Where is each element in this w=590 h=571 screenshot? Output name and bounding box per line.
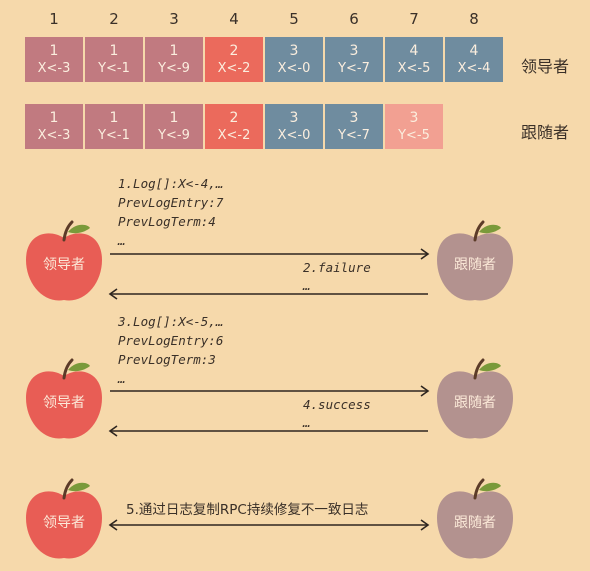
append-entries-request-2: 3.Log[]:X<-5,… PrevLogEntry:6 PrevLogTer…	[118, 312, 223, 388]
entry-term: 3	[289, 109, 299, 126]
log-index-1: 1	[49, 10, 59, 28]
entry-command: X<-2	[217, 60, 251, 76]
follower-apple-icon: 跟随者	[429, 478, 521, 564]
reply-2-status: 4.success	[303, 397, 371, 412]
follower-node-label: 跟随者	[454, 395, 496, 411]
entry-command: X<-5	[397, 60, 431, 76]
entry-command: Y<-5	[398, 127, 430, 143]
reply-1-ellipsis: …	[303, 278, 311, 293]
entry-term: 1	[169, 109, 179, 126]
entry-command: Y<-9	[158, 60, 190, 76]
follower-apple-icon: 跟随者	[429, 220, 521, 306]
entry-command: X<-0	[277, 60, 311, 76]
entry-command: Y<-7	[338, 127, 370, 143]
entry-command: X<-4	[457, 60, 491, 76]
request-2-log: 3.Log[]:X<-5,…	[118, 314, 224, 329]
leader-apple-icon: 领导者	[18, 478, 110, 564]
reply-2-ellipsis: …	[303, 415, 311, 430]
request-arrow-1	[108, 248, 430, 260]
entry-command: Y<-1	[98, 127, 130, 143]
entry-term: 2	[229, 109, 239, 126]
log-index-3: 3	[169, 10, 179, 28]
request-1-prev-term: PrevLogTerm:4	[118, 214, 216, 229]
entry-term: 3	[409, 109, 419, 126]
leader-apple-icon: 领导者	[18, 358, 110, 444]
reply-arrow-1	[108, 288, 430, 300]
entry-command: X<-3	[37, 60, 71, 76]
request-2-prev-term: PrevLogTerm:3	[118, 352, 216, 367]
request-1-ellipsis: …	[118, 233, 126, 248]
entry-term: 1	[169, 42, 179, 59]
log-index-5: 5	[289, 10, 299, 28]
log-index-7: 7	[409, 10, 419, 28]
leader-node-label: 领导者	[43, 395, 85, 411]
append-entries-request-1: 1.Log[]:X<-4,… PrevLogEntry:7 PrevLogTer…	[118, 174, 223, 250]
reply-arrow-2	[108, 425, 430, 437]
entry-term: 1	[109, 42, 119, 59]
log-index-6: 6	[349, 10, 359, 28]
leader-node-label: 领导者	[43, 257, 85, 273]
reply-1-status: 2.failure	[303, 260, 371, 275]
entry-command: Y<-7	[338, 60, 370, 76]
entry-command: Y<-9	[158, 127, 190, 143]
request-1-log: 1.Log[]:X<-4,…	[118, 176, 224, 191]
request-2-prev-entry: PrevLogEntry:6	[118, 333, 224, 348]
entry-command: Y<-1	[98, 60, 130, 76]
reply-2: 4.success …	[303, 396, 371, 432]
entry-command: X<-2	[217, 127, 251, 143]
request-2-ellipsis: …	[118, 371, 126, 386]
entry-term: 3	[289, 42, 299, 59]
reply-1: 2.failure …	[303, 259, 371, 295]
leader-apple-icon: 领导者	[18, 220, 110, 306]
entry-term: 1	[109, 109, 119, 126]
entry-term: 3	[349, 42, 359, 59]
leader-node-label: 领导者	[43, 515, 85, 531]
bidirectional-arrow	[108, 519, 430, 531]
log-index-2: 2	[109, 10, 119, 28]
repair-message: 5.通过日志复制RPC持续修复不一致日志	[126, 502, 369, 518]
entry-term: 1	[49, 42, 59, 59]
entry-term: 1	[49, 109, 59, 126]
entry-term: 3	[349, 109, 359, 126]
request-1-prev-entry: PrevLogEntry:7	[118, 195, 224, 210]
log-index-4: 4	[229, 10, 239, 28]
entry-term: 2	[229, 42, 239, 59]
entry-term: 4	[469, 42, 479, 59]
log-index-8: 8	[469, 10, 479, 28]
follower-node-label: 跟随者	[454, 257, 496, 273]
entry-command: X<-0	[277, 127, 311, 143]
leader-log-label: 领导者	[521, 57, 570, 76]
entry-command: X<-3	[37, 127, 71, 143]
follower-apple-icon: 跟随者	[429, 358, 521, 444]
follower-log-label: 跟随者	[521, 123, 570, 142]
request-arrow-2	[108, 385, 430, 397]
follower-node-label: 跟随者	[454, 515, 496, 531]
entry-term: 4	[409, 42, 419, 59]
